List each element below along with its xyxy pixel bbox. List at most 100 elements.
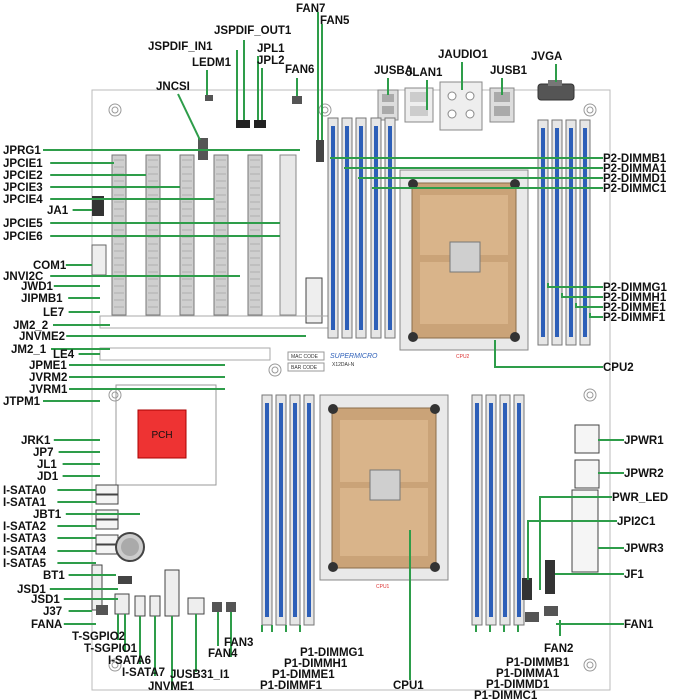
jnvme1-connector: [164, 569, 180, 617]
label-left_labels.22: JP7: [33, 447, 53, 459]
label-left_labels.26: I-SATA1: [3, 497, 47, 509]
dimm-module: [503, 403, 507, 617]
jpwr2-connector: [574, 459, 600, 489]
label-bottom_labels.5: JUSB31_I1: [170, 669, 230, 681]
bottom-headers: [91, 564, 236, 617]
label-left_labels.19: JVRM1: [29, 384, 68, 396]
dimm-module: [307, 403, 311, 617]
label-bottom_labels.9: P1-DIMMH1: [284, 658, 348, 670]
label-right_labels.16: FAN2: [544, 643, 573, 655]
jvga-connector: [537, 83, 575, 101]
label-bottom_labels.0: T-SGPIO2: [72, 631, 125, 643]
label-left_labels.5: JA1: [47, 205, 69, 217]
label-top_labels.3: JSPDIF_IN1: [148, 41, 213, 53]
dimm-module: [489, 403, 493, 617]
label-bottom_labels.10: P1-DIMME1: [272, 669, 335, 681]
dimm-module: [359, 126, 363, 330]
jpwr3-connector: [571, 489, 599, 573]
label-bottom_labels.11: P1-DIMMF1: [260, 680, 323, 692]
cpu2-silk: CPU2: [456, 354, 470, 360]
fan3-header: [212, 602, 222, 612]
label-top_labels.8: JNCSI: [156, 81, 190, 93]
jsd1-header: [118, 576, 132, 584]
label-top_labels.1: FAN5: [320, 15, 350, 27]
label-right_labels.7: P2-DIMMF1: [603, 312, 666, 324]
label-bottom_labels.8: P1-DIMMG1: [300, 647, 365, 659]
pch-area: [115, 384, 217, 486]
jm2-2-slot: [99, 315, 331, 329]
dimm-module: [541, 128, 545, 337]
label-top_labels.0: FAN7: [296, 3, 325, 15]
label-bottom_labels.1: T-SGPIO1: [84, 643, 138, 655]
label-left_labels.0: JPRG1: [3, 145, 41, 157]
label-left_labels.15: JM2_1: [11, 344, 47, 356]
label-left_labels.28: I-SATA2: [3, 521, 46, 533]
dimm-module: [293, 403, 297, 617]
pch-chip: [137, 409, 187, 459]
label-left_labels.30: I-SATA4: [3, 546, 47, 558]
jnvme2-connector: [305, 277, 323, 324]
cpu1-silk: CPU1: [376, 584, 390, 590]
label-left_labels.9: JNVI2C: [3, 271, 43, 283]
jpi2c1-header: [522, 578, 532, 600]
label-left_labels.35: J37: [43, 606, 62, 618]
label-right_labels.1: P2-DIMMA1: [603, 163, 667, 175]
label-top_labels.9: JLAN1: [406, 67, 443, 79]
label-left_labels.6: JPCIE5: [3, 218, 43, 230]
label-bottom_labels.13: P1-DIMMB1: [506, 657, 570, 669]
label-top_labels.2: JSPDIF_OUT1: [214, 25, 292, 37]
dimm-module: [279, 403, 283, 617]
leader-jpi2c1: [527, 520, 617, 580]
callout-labels: JPRG1JPCIE1JPCIE2JPCIE3JPCIE4JA1JPCIE5JP…: [3, 3, 668, 700]
label-left_labels.32: BT1: [43, 570, 65, 582]
dimm-module: [517, 403, 521, 617]
leader-p2-dimmh1: [561, 293, 603, 298]
label-left_labels.31: I-SATA5: [3, 558, 47, 570]
label-bottom_labels.14: P1-DIMMA1: [496, 668, 560, 680]
label-right_labels.4: P2-DIMMG1: [603, 282, 668, 294]
pcie6-slot: [279, 154, 297, 316]
label-left_labels.3: JPCIE3: [3, 182, 43, 194]
fan6-header: [292, 96, 302, 104]
jusb31-header: [187, 597, 205, 615]
dimm-slots: [261, 117, 591, 626]
ledm1: [205, 95, 213, 101]
leader-lines: [43, 12, 624, 690]
jf1-header: [545, 560, 555, 594]
label-right_labels.14: JF1: [624, 569, 644, 581]
sata-port-0: [95, 484, 119, 495]
label-right_labels.0: P2-DIMMB1: [603, 153, 667, 165]
dimm-module: [388, 126, 392, 330]
sata-port-3: [95, 519, 119, 530]
label-bottom_labels.7: FAN4: [208, 648, 238, 660]
label-left_labels.20: JTPM1: [3, 396, 41, 408]
label-top_labels.5: JPL2: [257, 55, 285, 67]
label-left_labels.36: FANA: [31, 619, 62, 631]
label-left_labels.4: JPCIE4: [3, 194, 43, 206]
label-right_labels.2: P2-DIMMD1: [603, 173, 667, 185]
label-right_labels.11: PWR_LED: [612, 492, 668, 504]
isata6-connector: [134, 595, 146, 617]
brand-area: MAC CODE BAR CODE SUPERMICRO X12DAi-N: [287, 351, 378, 372]
dimm-module: [475, 403, 479, 617]
label-bottom_labels.15: P1-DIMMD1: [486, 679, 550, 691]
label-bottom_labels.4: JNVME1: [148, 681, 195, 693]
label-left_labels.16: LE4: [53, 349, 75, 361]
label-left_labels.14: JNVME2: [19, 331, 65, 343]
label-right_labels.6: P2-DIMME1: [603, 302, 666, 314]
label-left_labels.25: I-SATA0: [3, 485, 46, 497]
label-left_labels.13: JM2_2: [13, 320, 48, 332]
fan5-fan7-header: [316, 140, 324, 162]
label-right_labels.9: JPWR1: [624, 435, 664, 447]
fan4-header: [226, 602, 236, 612]
label-right_labels.5: P2-DIMMH1: [603, 292, 667, 304]
jspdif-headers: [236, 120, 250, 128]
label-left_labels.12: LE7: [43, 307, 64, 319]
label-top_labels.4: JPL1: [257, 43, 285, 55]
label-right_labels.10: JPWR2: [624, 468, 664, 480]
brand-logo: SUPERMICRO: [330, 353, 378, 360]
label-left_labels.17: JPME1: [29, 360, 67, 372]
label-left_labels.29: I-SATA3: [3, 533, 46, 545]
jpl-jumpers: [254, 120, 266, 128]
